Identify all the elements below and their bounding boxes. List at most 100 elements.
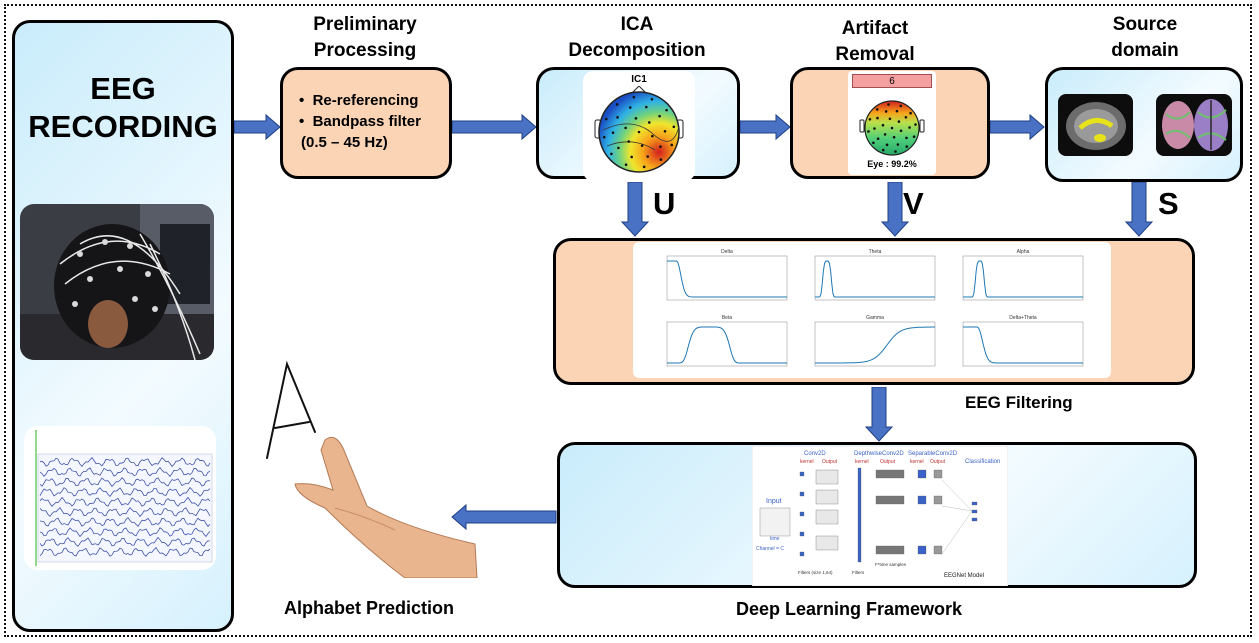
preliminary-title: Preliminary Processing	[280, 12, 450, 64]
electrode-dot	[642, 165, 646, 169]
separable-kernel	[917, 495, 927, 505]
subhead-kernel-2: kernel	[855, 459, 869, 465]
electrode-dot	[875, 108, 879, 111]
depthwise-output-block	[875, 495, 905, 505]
filter-panel-title: Gamma	[866, 315, 884, 321]
preliminary-title-line2: Processing	[313, 40, 417, 61]
depthwise-output-block	[875, 545, 905, 555]
eeg-trace-line	[39, 507, 211, 517]
subhead-output-1: Output	[822, 459, 838, 465]
channel-label: Channel = C	[756, 546, 784, 552]
electrode-dot	[672, 125, 676, 129]
electrode-dot	[659, 158, 663, 161]
step-item: • Re-referencing	[299, 92, 419, 109]
electrode-dot	[881, 123, 885, 127]
input-label: Input	[766, 498, 782, 505]
electrode-dot	[876, 116, 879, 120]
electrode-dot	[627, 140, 631, 143]
electrode-dot	[912, 135, 916, 139]
filter-response-curve	[815, 326, 935, 364]
preliminary-title-line1: Preliminary	[313, 14, 417, 35]
classification-node	[971, 517, 978, 522]
preliminary-processing-box: • Re-referencing • Bandpass filter (0.5 …	[280, 67, 452, 179]
subhead-output-3: Output	[930, 459, 946, 465]
separable-kernel	[917, 545, 927, 555]
filter-panel-axes	[962, 321, 1084, 367]
filter-response-curve	[667, 260, 787, 298]
filter-panel-axes	[666, 321, 788, 367]
separable-output-block	[933, 545, 943, 555]
brain-sagittal-image	[1058, 94, 1133, 156]
subhead-output-2: Output	[880, 459, 896, 465]
filters-note: Filters (size 1,64)	[798, 570, 833, 575]
electrode-dot	[909, 111, 912, 115]
step-bandpass: Bandpass filter	[312, 113, 421, 130]
eeg-trace-line	[39, 486, 211, 498]
block-conv2d: Conv2D	[804, 451, 826, 457]
artifact-eye-label: Eye : 99.2%	[867, 159, 917, 169]
ica-title: ICA Decomposition	[530, 12, 744, 64]
eeg-signal-traces	[24, 426, 216, 570]
eeg-title-line2: RECORDING	[28, 109, 218, 144]
conv-kernel	[799, 471, 805, 477]
separable-kernel	[917, 469, 927, 479]
electrode-dot	[647, 121, 651, 124]
block-depthwise: DepthwiseConv2D	[854, 451, 904, 457]
ica-topomap	[594, 86, 684, 173]
electrode-dot	[905, 145, 909, 148]
eegnet-diagram: Conv2D DepthwiseConv2D SeparableConv2D C…	[752, 446, 1008, 586]
electrode-dot	[887, 103, 890, 106]
arrow-ica-to-artifact	[740, 113, 791, 141]
ica-title-line2: Decomposition	[568, 40, 706, 61]
arrow-source-down	[1124, 182, 1154, 237]
electrode-dot	[665, 108, 668, 112]
depthwise-kernel	[857, 467, 862, 563]
eeg-filtering-label: EEG Filtering	[965, 393, 1073, 412]
connection-line	[941, 479, 973, 512]
artifact-title-line2: Removal	[835, 44, 915, 65]
electrode-dot	[908, 126, 911, 129]
conv-output-block	[815, 489, 839, 505]
ica-title-line1: ICA	[620, 14, 654, 35]
electrode-dot	[610, 152, 613, 156]
filter-response-curve	[963, 260, 1083, 298]
eegnet-model-label: EEGNet Model	[944, 573, 984, 579]
eeg-trace-line	[39, 477, 211, 487]
source-title-line2: domain	[1111, 40, 1179, 61]
alphabet-prediction-label: Alphabet Prediction	[284, 598, 455, 618]
brain-cortex-image	[1156, 94, 1232, 156]
eeg-trace-line	[39, 547, 211, 557]
block-separable: SeparableConv2D	[908, 451, 958, 457]
electrode-dot	[894, 150, 897, 153]
electrode-dot	[881, 148, 885, 152]
electrode-dot	[872, 141, 875, 145]
electrode-dot	[895, 109, 899, 113]
electrode-dot	[873, 127, 876, 130]
conv-output-block	[815, 509, 839, 525]
filters-note-2: Filters	[852, 570, 865, 575]
electrode-dot	[897, 120, 901, 123]
electrode-dot	[899, 129, 903, 133]
conv-kernel	[799, 511, 805, 517]
electrode-dot	[659, 145, 662, 148]
filter-panel-axes	[814, 321, 936, 367]
electrode-dot	[884, 110, 888, 113]
input-signal-block	[759, 507, 791, 537]
electrode-dot	[634, 117, 638, 120]
label-s: S	[1158, 186, 1179, 221]
filter-panel-title: Delta	[721, 249, 733, 255]
eeg-title-line1: EEG	[90, 71, 156, 106]
electrode-dot	[630, 155, 633, 159]
depthwise-output-block	[875, 469, 905, 479]
electrode-dot	[628, 106, 632, 109]
connection-line	[941, 505, 973, 512]
electrode-dot	[640, 144, 644, 147]
filter-panel-title: Delta+Theta	[1009, 315, 1037, 321]
electrode-dot	[899, 104, 903, 108]
artifact-component-number: 6	[852, 74, 932, 88]
electrode-dot	[632, 95, 636, 99]
arrow-artifact-to-source	[990, 113, 1045, 141]
electrode-dot	[914, 123, 917, 126]
block-classification: Classification	[965, 459, 1000, 465]
